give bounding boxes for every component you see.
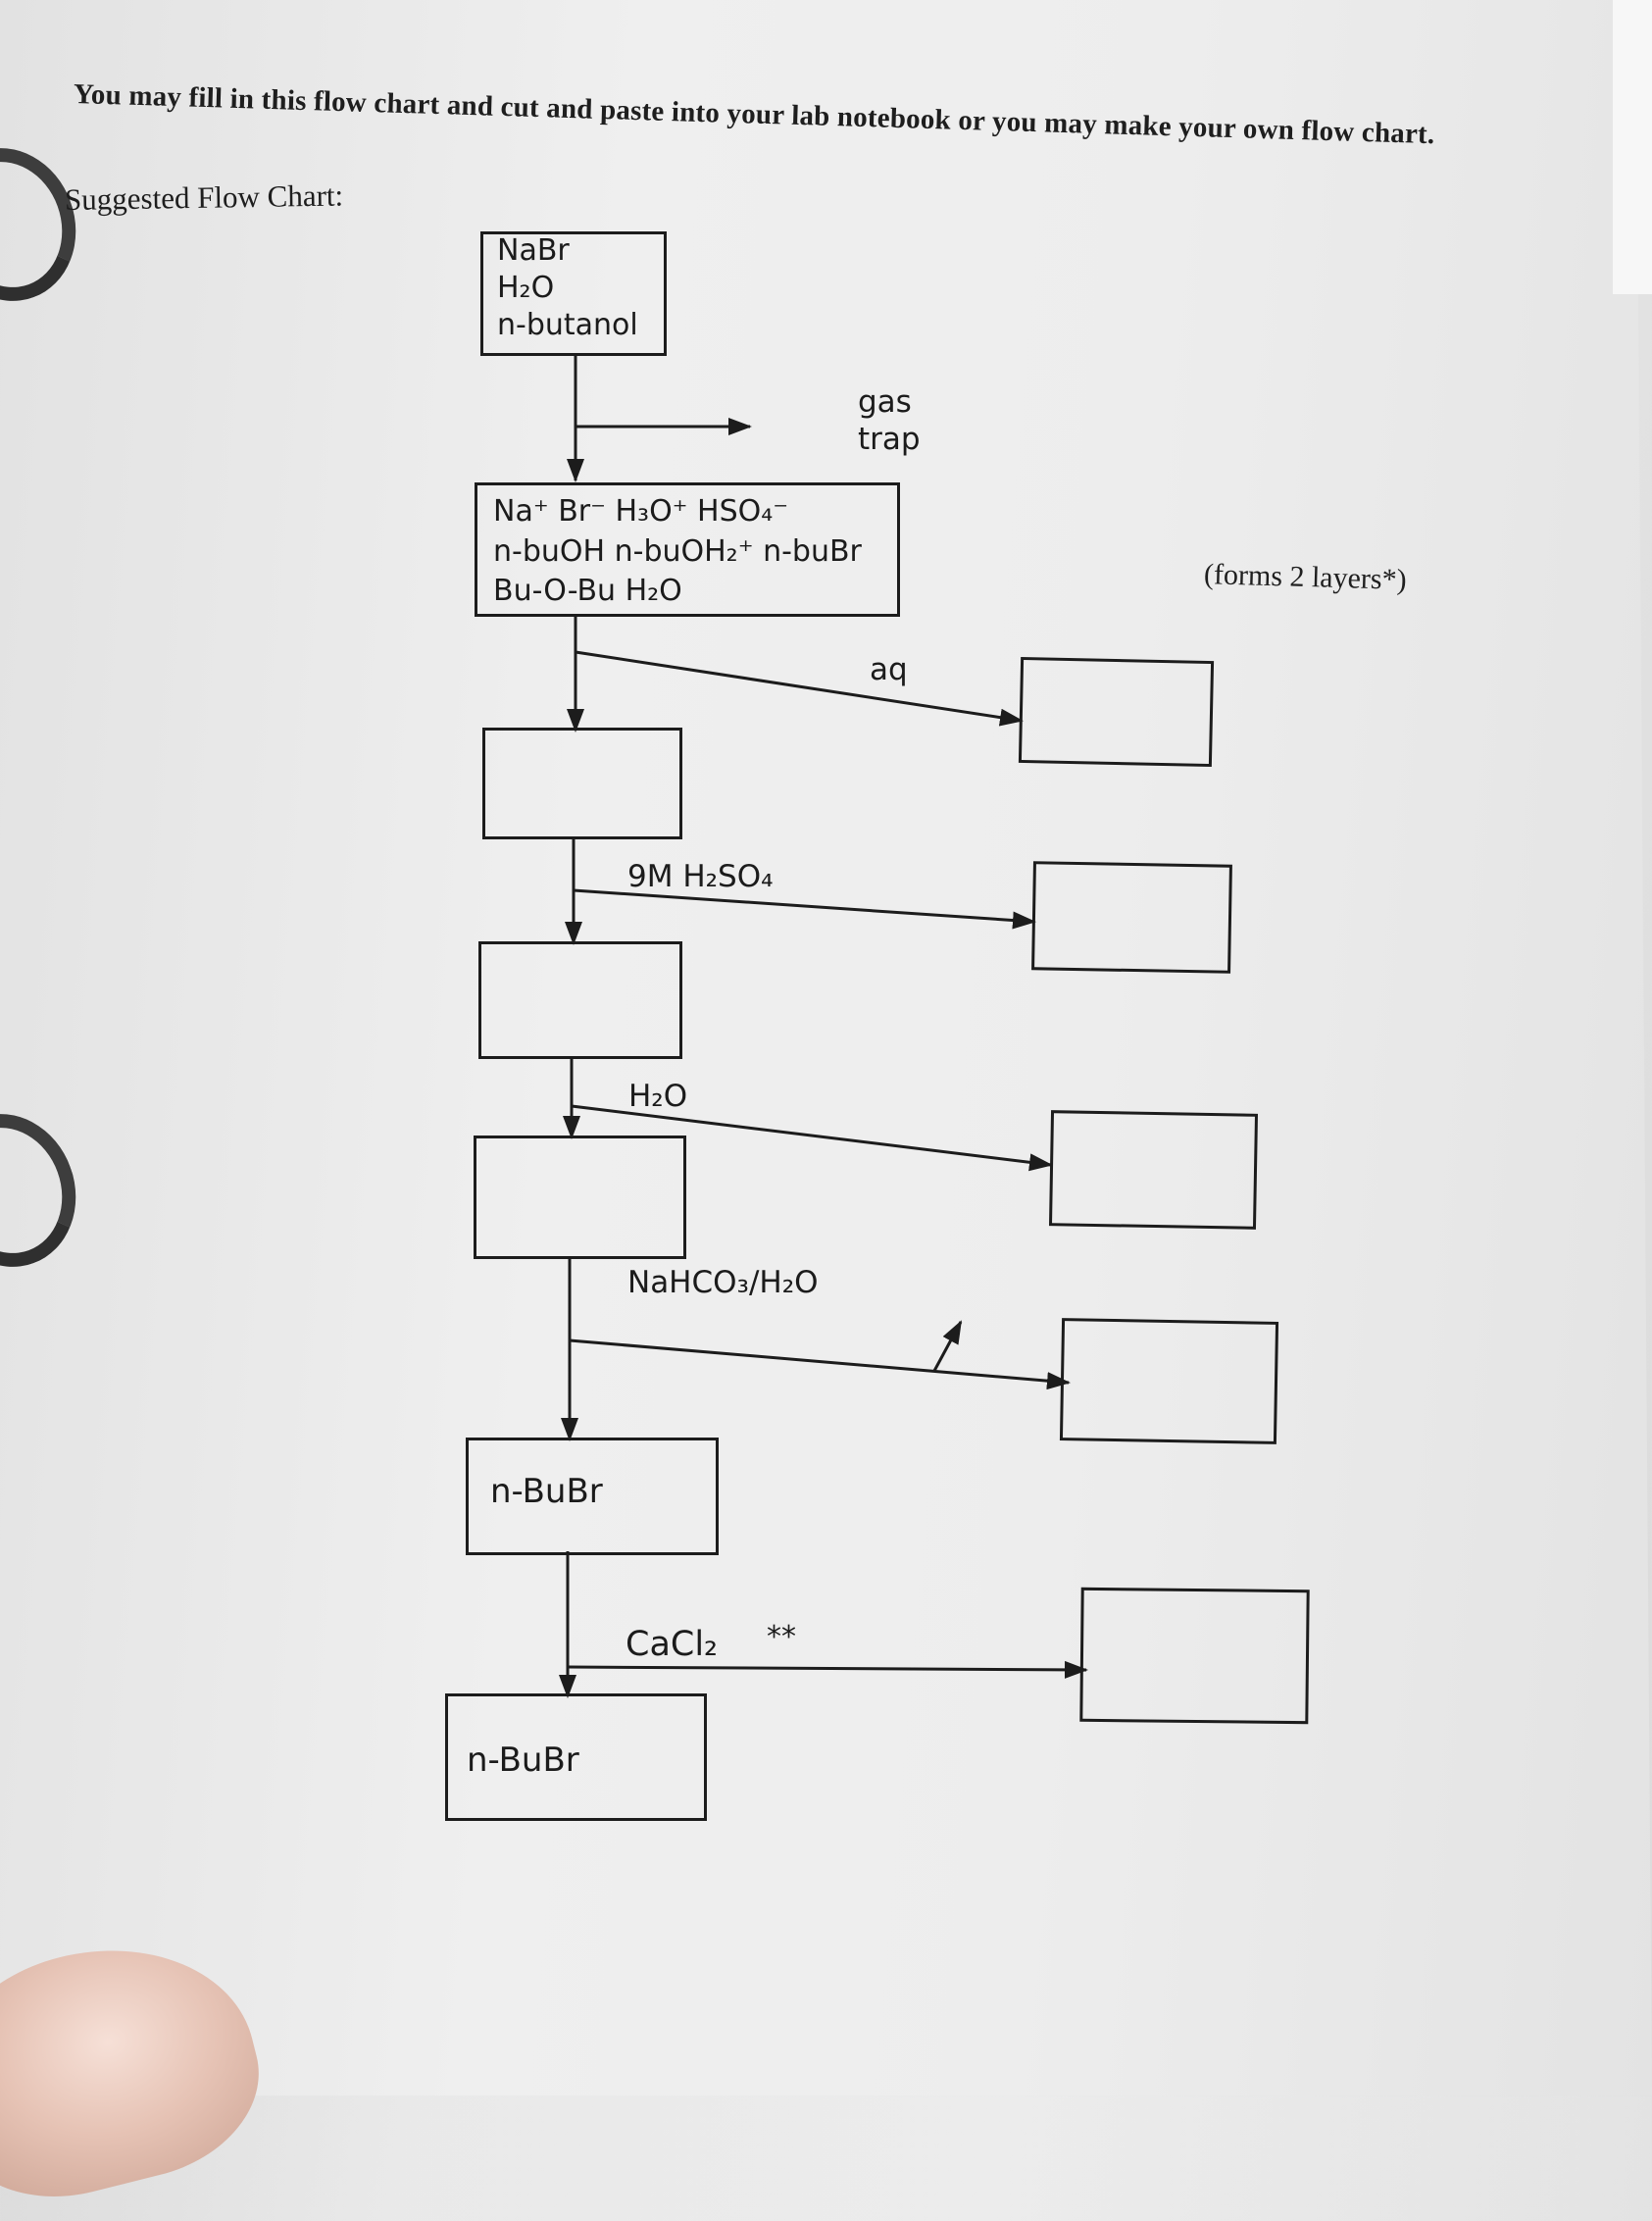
start-reagent-butanol: n-butanol [497, 308, 638, 342]
calcium-chloride-label: CaCl₂ [626, 1625, 719, 1664]
bicarbonate-label: NaHCO₃/H₂O [627, 1265, 819, 1300]
organic-layer-blank-box-2[interactable] [478, 941, 682, 1059]
flow-chart-connectors [559, 355, 1088, 1698]
start-reagent-nabr: NaBr [497, 233, 570, 268]
mixture-butyl-line: n-buOH n-buOH₂⁺ n-buBr [493, 534, 862, 569]
bicarbonate-wash-blank-box[interactable] [1059, 1318, 1279, 1444]
water-wash-blank-box[interactable] [1048, 1110, 1259, 1230]
gas-trap-label-line1: gas [858, 384, 912, 420]
gas-vent-arrow [932, 1320, 963, 1372]
gas-trap-label-line2: trap [858, 422, 921, 457]
acid-wash-blank-box[interactable] [1031, 861, 1232, 974]
product-box-dried [445, 1693, 707, 1821]
start-reagents-box [480, 231, 667, 356]
aq-label: aq [870, 652, 908, 687]
water-wash-label: H₂O [628, 1079, 688, 1114]
organic-layer-blank-box-1[interactable] [482, 728, 682, 839]
product-dried-label: n-BuBr [467, 1741, 579, 1780]
double-asterisk-note: ** [767, 1620, 796, 1654]
h2so4-arrow [573, 888, 1036, 930]
aq-arrow [575, 650, 1024, 727]
background-surface [1613, 0, 1652, 294]
mixture-ether-line: Bu-O-Bu H₂O [493, 574, 682, 608]
worksheet-page [0, 0, 1652, 2095]
forms-two-layers-note: (forms 2 layers*) [1203, 558, 1408, 596]
sulfuric-acid-label: 9M H₂SO₄ [627, 859, 774, 894]
product-crude-label: n-BuBr [490, 1472, 603, 1511]
cacl2-arrow [567, 1660, 1088, 1679]
organic-layer-blank-box-3[interactable] [474, 1136, 686, 1259]
reaction-mixture-box [475, 482, 900, 617]
bicarb-arrow [569, 1338, 1071, 1390]
start-reagent-water: H₂O [497, 271, 555, 305]
aqueous-layer-blank-box[interactable] [1018, 656, 1215, 768]
mixture-ions-line: Na⁺ Br⁻ H₃O⁺ HSO₄⁻ [493, 494, 789, 529]
product-box-crude [466, 1438, 719, 1555]
water-arrow [571, 1104, 1053, 1172]
drying-agent-blank-box[interactable] [1079, 1587, 1310, 1725]
